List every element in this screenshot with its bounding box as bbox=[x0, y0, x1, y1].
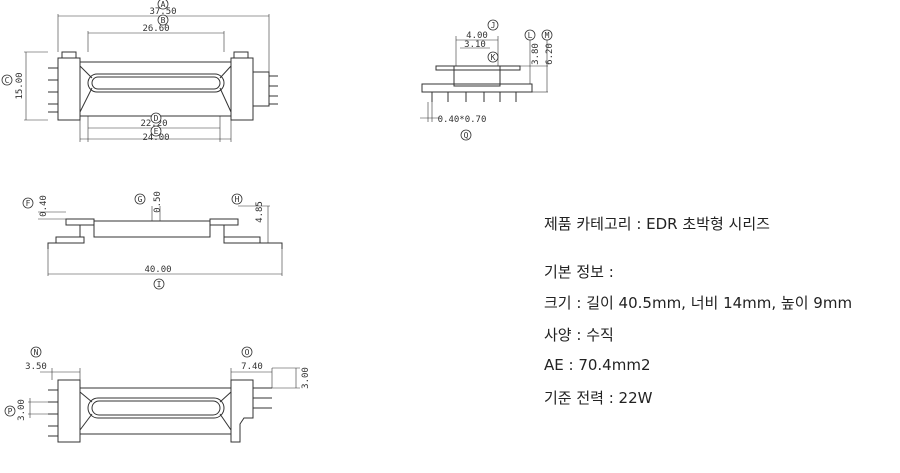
side-view bbox=[420, 36, 548, 122]
label-g: G bbox=[138, 195, 143, 204]
label-o: O bbox=[245, 348, 250, 357]
front-view-left-pad bbox=[65, 218, 95, 226]
label-e: E bbox=[154, 127, 159, 136]
bottom-view bbox=[28, 367, 300, 443]
dim-p-value: 3.00 bbox=[17, 399, 27, 421]
top-view-left-tab bbox=[61, 51, 77, 59]
label-n: N bbox=[34, 348, 39, 357]
label-j: J bbox=[491, 21, 496, 30]
top-view-center-slot bbox=[87, 73, 225, 93]
basic-info-heading: 기본 정보 : bbox=[544, 263, 614, 281]
label-q: Q bbox=[464, 131, 469, 140]
label-m: M bbox=[545, 31, 550, 40]
product-size: 크기 : 길이 40.5mm, 너비 14mm, 높이 9mm bbox=[544, 294, 853, 312]
dim-o-value: 7.40 bbox=[241, 362, 263, 372]
bottom-view-left-flange bbox=[57, 379, 81, 443]
bottom-view-right-flange bbox=[230, 379, 254, 443]
dim-m-value: 6.20 bbox=[545, 43, 555, 65]
bottom-view-center-slot bbox=[87, 397, 225, 419]
bottom-view-body bbox=[79, 387, 232, 435]
dim-b-value: 26.60 bbox=[142, 24, 169, 34]
label-k: K bbox=[491, 53, 496, 62]
dim-n-value: 3.50 bbox=[25, 362, 47, 372]
product-category: 제품 카테고리 : EDR 초박형 시리즈 bbox=[544, 215, 770, 233]
dim-k-value: 3.10 bbox=[464, 40, 486, 50]
top-view-inner-slot bbox=[91, 76, 221, 90]
label-p: P bbox=[8, 407, 13, 416]
front-view-right-pad bbox=[209, 218, 239, 226]
label-a: A bbox=[161, 0, 166, 9]
label-l: L bbox=[528, 31, 533, 40]
dim-l-value: 3.80 bbox=[531, 43, 541, 65]
dim-f-value: 0.40 bbox=[39, 195, 49, 217]
label-i: I bbox=[157, 280, 162, 289]
top-view-right-tab bbox=[233, 51, 249, 59]
dim-d-value: 22.20 bbox=[140, 119, 167, 129]
front-view-core bbox=[93, 220, 211, 238]
dim-q-value: 0.40*0.70 bbox=[438, 115, 487, 125]
dim-a-value: 37.50 bbox=[149, 7, 176, 17]
dim-g-value: 0.50 bbox=[153, 191, 163, 213]
label-d: D bbox=[154, 114, 159, 123]
dim-h-value: 4.85 bbox=[255, 201, 265, 223]
label-b: B bbox=[161, 16, 166, 25]
label-h: H bbox=[235, 195, 240, 204]
dim-c-value: 15.00 bbox=[15, 72, 25, 99]
dim-e-value: 24.00 bbox=[142, 133, 169, 143]
top-view-right-flange bbox=[230, 57, 254, 121]
dim-j-value: 4.00 bbox=[466, 31, 488, 41]
label-f: F bbox=[26, 199, 31, 208]
product-power: 기준 전력 : 22W bbox=[544, 389, 653, 407]
front-view bbox=[38, 205, 283, 276]
dim-i-value: 40.00 bbox=[144, 265, 171, 275]
product-spec: 사양 : 수직 bbox=[544, 326, 614, 344]
side-view-core bbox=[453, 65, 501, 87]
label-c: C bbox=[5, 76, 10, 85]
top-view-left-flange bbox=[57, 57, 81, 121]
dim-o-height-value: 3.00 bbox=[301, 367, 311, 389]
product-ae: AE : 70.4mm2 bbox=[544, 356, 651, 374]
